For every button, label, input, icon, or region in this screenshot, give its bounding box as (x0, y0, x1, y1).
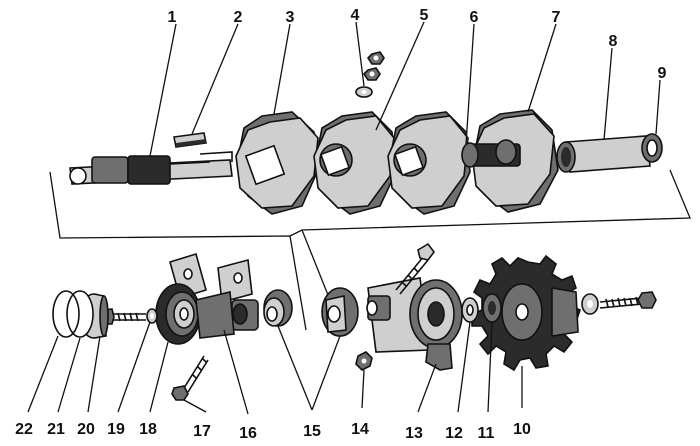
label-9: 9 (658, 65, 667, 82)
part-5-cam-plate (313, 111, 397, 215)
label-10: 10 (513, 421, 531, 438)
part-number-labels: 1 2 3 4 5 6 7 8 9 10 11 12 13 14 15 16 1… (15, 7, 666, 442)
part-1-shaft (69, 151, 233, 185)
label-3: 3 (286, 9, 295, 26)
part-17-long-bolt (171, 355, 209, 401)
part-9-ring (641, 133, 663, 163)
leader-lines (27, 21, 661, 415)
part-11-spacer (482, 293, 502, 323)
part-15-bearing-cups (263, 287, 359, 337)
part-18-flanged-bearing (155, 283, 235, 345)
label-20: 20 (77, 421, 95, 438)
label-8: 8 (609, 33, 618, 50)
label-16: 16 (239, 425, 257, 442)
part-12-washer (461, 297, 479, 323)
label-1: 1 (168, 9, 177, 26)
label-4: 4 (351, 7, 360, 24)
label-18: 18 (139, 421, 157, 438)
part-6-cam-plate (387, 111, 471, 215)
part-10-sprocket (471, 254, 581, 372)
label-11: 11 (478, 425, 495, 442)
part-13-bearing-housing (366, 277, 463, 371)
part-22-snap-ring (52, 290, 80, 338)
part-21-ring (66, 290, 94, 338)
part-2-key (173, 132, 207, 148)
label-14: 14 (351, 421, 369, 438)
label-17: 17 (193, 423, 211, 440)
label-7: 7 (552, 9, 561, 26)
label-19: 19 (107, 421, 125, 438)
part-8-sleeve (556, 135, 651, 173)
part-14-nut-bolt (355, 242, 435, 371)
part-tail-bolt (581, 291, 657, 315)
assembly-outline (49, 169, 691, 331)
label-22: 22 (15, 421, 33, 438)
part-19-bolt-washer (101, 308, 158, 325)
label-15: 15 (303, 423, 321, 440)
label-21: 21 (47, 421, 65, 438)
part-4-nuts-washer (355, 51, 385, 98)
part-7-cam-plate (461, 109, 559, 213)
label-2: 2 (234, 9, 243, 26)
label-5: 5 (420, 7, 429, 24)
part-3-cam-plate (235, 111, 319, 215)
label-6: 6 (470, 9, 479, 26)
label-12: 12 (445, 425, 463, 442)
label-13: 13 (405, 425, 423, 442)
